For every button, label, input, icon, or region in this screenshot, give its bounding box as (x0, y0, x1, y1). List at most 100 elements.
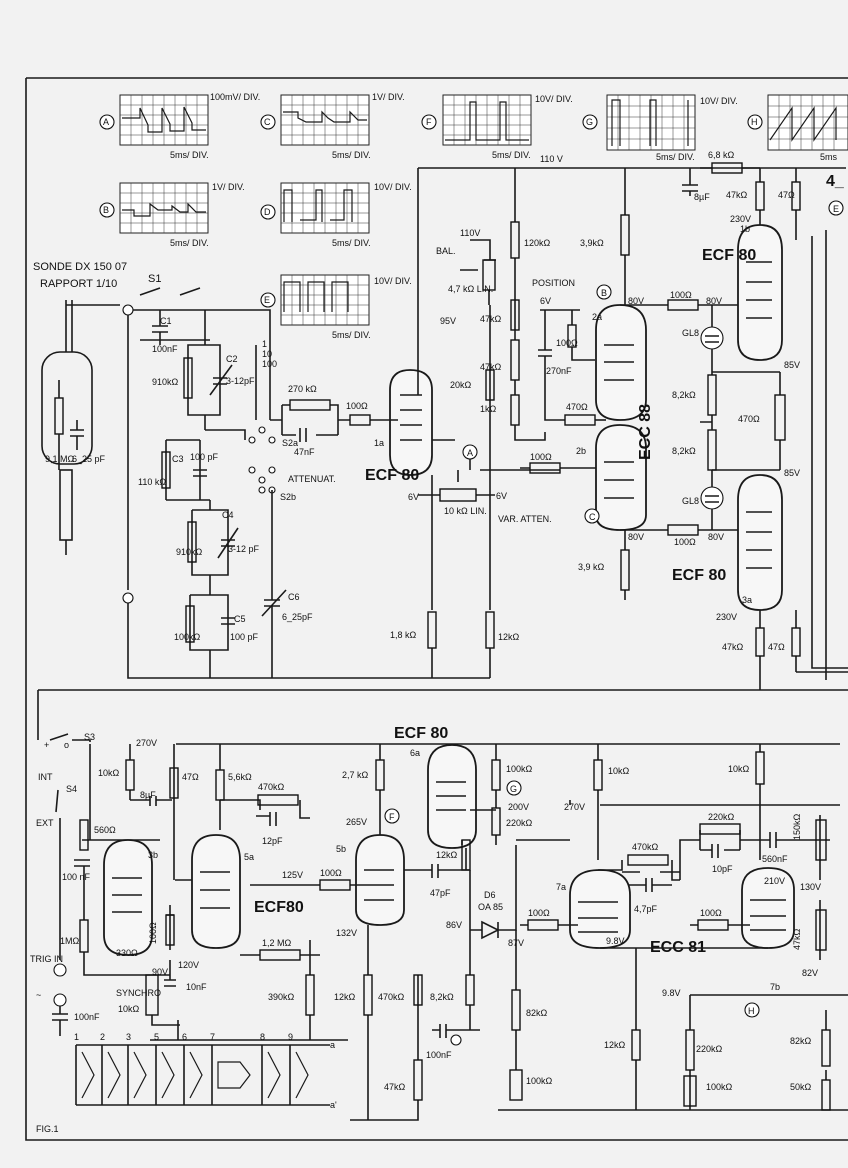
svg-text:82V: 82V (802, 968, 818, 978)
svg-text:220kΩ: 220kΩ (506, 818, 533, 828)
svg-text:47Ω: 47Ω (778, 190, 795, 200)
svg-text:12kΩ: 12kΩ (604, 1040, 626, 1050)
svg-text:GL8: GL8 (682, 328, 699, 338)
svg-text:5ms/ DIV.: 5ms/ DIV. (492, 150, 531, 160)
svg-text:100nF: 100nF (426, 1050, 452, 1060)
svg-text:9.8V: 9.8V (662, 988, 681, 998)
svg-text:120V: 120V (178, 960, 199, 970)
svg-text:10V/ DIV.: 10V/ DIV. (535, 94, 573, 104)
svg-text:1,2 MΩ: 1,2 MΩ (262, 938, 292, 948)
svg-text:5ms/ DIV.: 5ms/ DIV. (656, 152, 695, 162)
svg-text:1: 1 (262, 339, 267, 349)
svg-text:12kΩ: 12kΩ (436, 850, 458, 860)
svg-text:INT: INT (38, 772, 53, 782)
svg-text:50kΩ: 50kΩ (790, 1082, 812, 1092)
svg-text:120kΩ: 120kΩ (524, 238, 551, 248)
svg-text:6_25 pF: 6_25 pF (72, 454, 106, 464)
svg-text:2b: 2b (576, 446, 586, 456)
svg-text:C6: C6 (288, 592, 300, 602)
svg-text:5a: 5a (244, 852, 254, 862)
svg-text:100mV/ DIV.: 100mV/ DIV. (210, 92, 260, 102)
svg-text:ECF 80: ECF 80 (672, 567, 726, 584)
svg-text:10 kΩ LIN.: 10 kΩ LIN. (444, 506, 487, 516)
svg-text:10nF: 10nF (186, 982, 207, 992)
svg-text:1kΩ: 1kΩ (480, 404, 497, 414)
svg-text:ECF80: ECF80 (254, 899, 304, 916)
svg-text:F: F (389, 812, 395, 822)
svg-text:VAR. ATTEN.: VAR. ATTEN. (498, 514, 552, 524)
svg-text:1: 1 (74, 1032, 79, 1042)
scope-A: A 100mV/ DIV. 5ms/ DIV. (99, 92, 260, 160)
vertical-amplifier: ECF 80 1a 1,8 kΩ 6V 110 V 110V BAL. 4,7 … (37, 150, 848, 740)
svg-text:ECF 80: ECF 80 (702, 247, 756, 264)
svg-text:3-12pF: 3-12pF (226, 376, 255, 386)
svg-text:1,8 kΩ: 1,8 kΩ (390, 630, 417, 640)
svg-text:100kΩ: 100kΩ (706, 1082, 733, 1092)
svg-text:8,2kΩ: 8,2kΩ (672, 390, 696, 400)
svg-text:20kΩ: 20kΩ (450, 380, 472, 390)
svg-text:C2: C2 (226, 354, 238, 364)
svg-text:270 kΩ: 270 kΩ (288, 384, 317, 394)
svg-text:12pF: 12pF (262, 836, 283, 846)
svg-text:1MΩ: 1MΩ (60, 936, 80, 946)
svg-text:C: C (264, 117, 271, 127)
svg-text:G: G (510, 784, 517, 794)
svg-text:F: F (426, 117, 432, 127)
svg-text:3,9 kΩ: 3,9 kΩ (578, 562, 605, 572)
svg-text:470kΩ: 470kΩ (258, 782, 285, 792)
svg-text:100kΩ: 100kΩ (526, 1076, 553, 1086)
scope-D: D 10V/ DIV. 5ms/ DIV. (260, 182, 412, 248)
svg-text:2,7 kΩ: 2,7 kΩ (342, 770, 369, 780)
svg-text:560nF: 560nF (762, 854, 788, 864)
svg-text:TRIG IN: TRIG IN (30, 954, 63, 964)
svg-text:9: 9 (288, 1032, 293, 1042)
svg-text:2: 2 (100, 1032, 105, 1042)
svg-text:E: E (833, 204, 839, 214)
svg-text:8: 8 (260, 1032, 265, 1042)
svg-text:47kΩ: 47kΩ (384, 1082, 406, 1092)
svg-text:D6: D6 (484, 890, 496, 900)
svg-text:230V: 230V (730, 214, 751, 224)
svg-text:8µF: 8µF (140, 790, 156, 800)
svg-text:100kΩ: 100kΩ (174, 632, 201, 642)
svg-text:100Ω: 100Ω (320, 868, 342, 878)
scope-E: E 10V/ DIV. 5ms/ DIV. (260, 274, 412, 340)
svg-text:470Ω: 470Ω (738, 414, 760, 424)
svg-text:12kΩ: 12kΩ (498, 632, 520, 642)
svg-text:4,7 kΩ LIN.: 4,7 kΩ LIN. (448, 284, 493, 294)
svg-text:110 kΩ: 110 kΩ (138, 477, 166, 487)
svg-text:o: o (64, 740, 69, 750)
svg-text:10V/ DIV.: 10V/ DIV. (700, 96, 738, 106)
svg-text:100nF: 100nF (74, 1012, 100, 1022)
svg-text:150kΩ: 150kΩ (792, 813, 802, 840)
svg-text:10kΩ: 10kΩ (608, 766, 630, 776)
svg-text:10pF: 10pF (712, 864, 733, 874)
svg-text:130V: 130V (800, 882, 821, 892)
svg-text:470kΩ: 470kΩ (632, 842, 659, 852)
sync-section: + o S3 INT EXT S4 TRIG IN ~ 100nF 10kΩ 2… (30, 732, 840, 1120)
svg-text:390kΩ: 390kΩ (268, 992, 295, 1002)
svg-text:9.8V: 9.8V (606, 936, 625, 946)
svg-text:1a: 1a (374, 438, 384, 448)
svg-text:8,2kΩ: 8,2kΩ (672, 446, 696, 456)
svg-text:ECC 88: ECC 88 (637, 404, 654, 460)
svg-text:100 nF: 100 nF (62, 872, 91, 882)
svg-text:1V/ DIV.: 1V/ DIV. (372, 92, 405, 102)
svg-text:270V: 270V (564, 802, 585, 812)
svg-text:270V: 270V (136, 738, 157, 748)
svg-text:100 pF: 100 pF (230, 632, 259, 642)
svg-text:95V: 95V (440, 316, 456, 326)
svg-text:110 V: 110 V (540, 154, 563, 164)
svg-text:80V: 80V (708, 532, 724, 542)
svg-text:C1: C1 (160, 316, 172, 326)
svg-text:80V: 80V (628, 296, 644, 306)
svg-text:3b: 3b (148, 850, 158, 860)
svg-text:B: B (601, 288, 607, 298)
svg-text:6,8 kΩ: 6,8 kΩ (708, 150, 735, 160)
svg-text:7b: 7b (770, 982, 780, 992)
svg-text:H: H (748, 1006, 755, 1016)
svg-text:~: ~ (36, 990, 41, 1000)
svg-text:6: 6 (182, 1032, 187, 1042)
svg-text:C5: C5 (234, 614, 246, 624)
